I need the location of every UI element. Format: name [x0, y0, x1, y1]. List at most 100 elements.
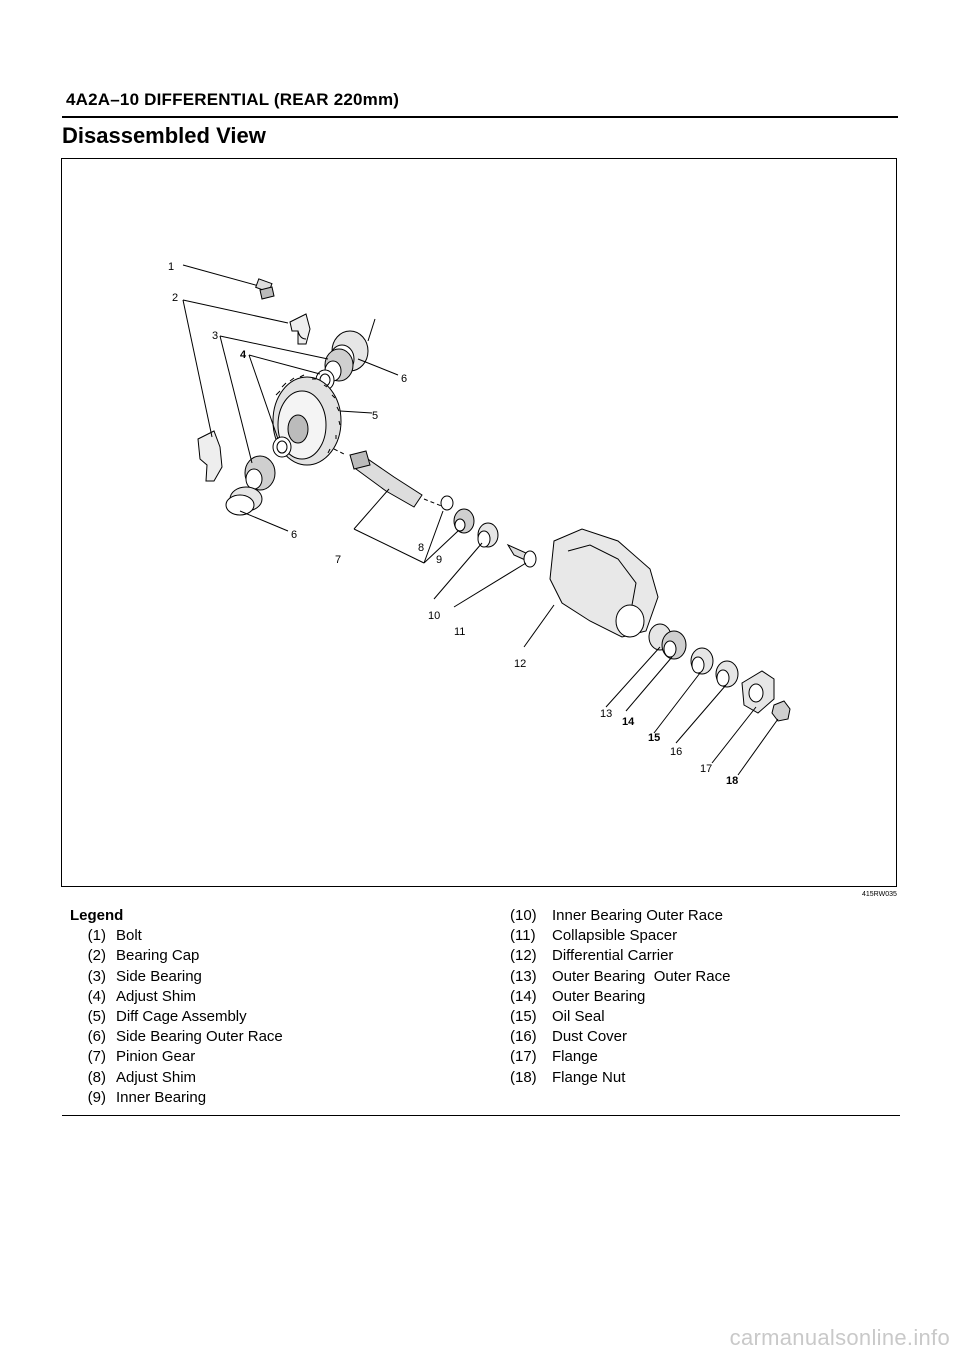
- legend-item-number: (10): [510, 907, 537, 924]
- legend-item: (13) Outer Bearing Outer Race: [510, 967, 730, 987]
- callout-4: 4: [240, 349, 247, 361]
- legend-item: (14) Outer Bearing: [510, 987, 730, 1007]
- page-header-title: 4A2A–10 DIFFERENTIAL (REAR 220mm): [66, 90, 400, 109]
- dust-cover-part: [715, 660, 739, 688]
- callout-14: 14: [622, 716, 635, 728]
- exploded-diagram: 1 2 3 4 5 6 6 7 8 9 10 11 12 13 14 15 16…: [61, 158, 897, 887]
- legend-item-label: Side Bearing Outer Race: [116, 1028, 283, 1046]
- bearing-cap-lower-part: [197, 430, 223, 482]
- legend-item: (17) Flange: [510, 1047, 730, 1067]
- exploded-diagram-drawing: 1 2 3 4 5 6 6 7 8 9 10 11 12 13 14 15 16…: [168, 261, 791, 787]
- callout-5: 5: [372, 410, 378, 422]
- callout-18: 18: [726, 775, 738, 787]
- legend-item: (15) Oil Seal: [510, 1007, 730, 1027]
- legend-item: (18) Flange Nut: [510, 1068, 730, 1088]
- inner-bearing-part: [453, 508, 475, 534]
- legend-item: (6) Side Bearing Outer Race: [70, 1027, 283, 1047]
- legend-item-label: Pinion Gear: [116, 1048, 196, 1066]
- inner-outer-race-part: [477, 522, 499, 548]
- legend-item-label: Oil Seal: [552, 1008, 605, 1026]
- legend-item-number: (9): [87, 1088, 106, 1106]
- callout-9: 9: [436, 554, 442, 566]
- legend-heading: Legend: [70, 907, 124, 924]
- legend-item: (1) Bolt: [70, 926, 283, 946]
- side-bearing-lower-part: [244, 455, 276, 491]
- legend-item: (8) Adjust Shim: [70, 1068, 283, 1088]
- callout-10: 10: [428, 610, 440, 622]
- legend-item-label: Adjust Shim: [116, 1068, 197, 1086]
- legend-item-number: (14): [510, 987, 537, 1005]
- legend-item: (16) Dust Cover: [510, 1027, 730, 1047]
- leader-lines: [182, 299, 779, 776]
- legend-item: (10) Inner Bearing Outer Race: [510, 906, 730, 926]
- callout-6-upper: 6: [401, 373, 407, 385]
- legend-item-number: (8): [87, 1068, 106, 1086]
- legend-column-right: (10) Inner Bearing Outer Race (11) Collaps…: [510, 906, 730, 1088]
- legend-item: (7) Pinion Gear: [70, 1047, 283, 1067]
- header-divider: [62, 116, 898, 118]
- pinion-shim-part: [440, 495, 454, 511]
- legend-item-label: Adjust Shim: [116, 987, 197, 1005]
- watermark: carmanualsonline.info: [729, 1325, 950, 1350]
- legend-item-number: (5): [87, 1008, 106, 1026]
- legend-item: (5) Diff Cage Assembly: [70, 1007, 283, 1027]
- legend-item-label: Flange: [552, 1048, 598, 1066]
- legend-item: (11) Collapsible Spacer: [510, 926, 730, 946]
- bearing-cap-upper-part: [289, 313, 311, 345]
- flange-nut-part: [771, 700, 791, 722]
- bolt-part: [182, 264, 275, 300]
- legend-column-left: Legend (1) Bolt (2) Bearing Cap (3) Side Be…: [70, 906, 283, 1108]
- callout-2: 2: [172, 292, 178, 304]
- callout-15: 15: [648, 732, 660, 744]
- callout-13: 13: [600, 708, 612, 720]
- callout-3: 3: [212, 330, 218, 342]
- legend-item: (4)Adjust Shim: [70, 987, 283, 1007]
- callout-16: 16: [670, 746, 682, 758]
- legend-item-number: (15): [510, 1008, 537, 1026]
- legend-item-number: (16): [510, 1028, 537, 1046]
- legend-item: (2) Bearing Cap: [70, 946, 283, 966]
- legend-item-number: (6): [87, 1028, 106, 1046]
- section-title: Disassembled View: [62, 123, 266, 148]
- shim-lower-part: [272, 436, 292, 458]
- legend-item-label: Inner Bearing Outer Race: [552, 907, 723, 924]
- legend-item-number: (1): [87, 927, 106, 945]
- legend-item-number: (7): [87, 1048, 106, 1066]
- legend-item-label: Bolt: [116, 927, 142, 945]
- legend-item: (12)Differential Carrier: [510, 946, 730, 966]
- legend-item-label: Dust Cover: [552, 1028, 628, 1046]
- callout-6-lower: 6: [291, 529, 297, 541]
- legend-item-label: Flange Nut: [552, 1068, 626, 1086]
- legend-item-label: Differential Carrier: [552, 947, 674, 965]
- legend-item-number: (13): [510, 967, 537, 985]
- callout-1: 1: [168, 261, 174, 273]
- callout-8: 8: [418, 542, 424, 554]
- legend-item: (3) Side Bearing: [70, 967, 283, 987]
- legend-item: (9) Inner Bearing: [70, 1088, 283, 1108]
- callout-11: 11: [454, 626, 465, 638]
- legend-item-label: Inner Bearing: [116, 1088, 207, 1106]
- legend-item-label: Diff Cage Assembly: [116, 1008, 247, 1026]
- callout-12: 12: [514, 658, 526, 670]
- legend-item-label: Outer Bearing Outer Race: [552, 967, 731, 985]
- legend-item-number: (2): [87, 947, 106, 965]
- collapsible-spacer-part: [506, 543, 537, 568]
- legend-item-number: (11): [510, 927, 536, 945]
- pinion-gear-part: [333, 448, 445, 508]
- legend-item-label: Side Bearing: [116, 967, 202, 985]
- outer-bearing-part: [661, 630, 687, 660]
- legend-item-label: Collapsible Spacer: [552, 927, 678, 945]
- callout-17: 17: [700, 763, 712, 775]
- outer-race-lower-part: [225, 486, 263, 516]
- differential-carrier-part: [549, 528, 659, 638]
- flange-part: [741, 670, 775, 714]
- legend-item-number: (17): [510, 1048, 537, 1066]
- callout-7: 7: [335, 554, 341, 566]
- legend-item-label: Bearing Cap: [116, 947, 200, 965]
- legend-item-number: (3): [87, 967, 106, 985]
- oil-seal-part: [690, 647, 714, 675]
- footer-divider: [62, 1115, 900, 1116]
- figure-id: 415RW035: [862, 891, 897, 898]
- legend-item-number: (18): [510, 1068, 537, 1086]
- legend-item-label: Outer Bearing: [552, 987, 646, 1005]
